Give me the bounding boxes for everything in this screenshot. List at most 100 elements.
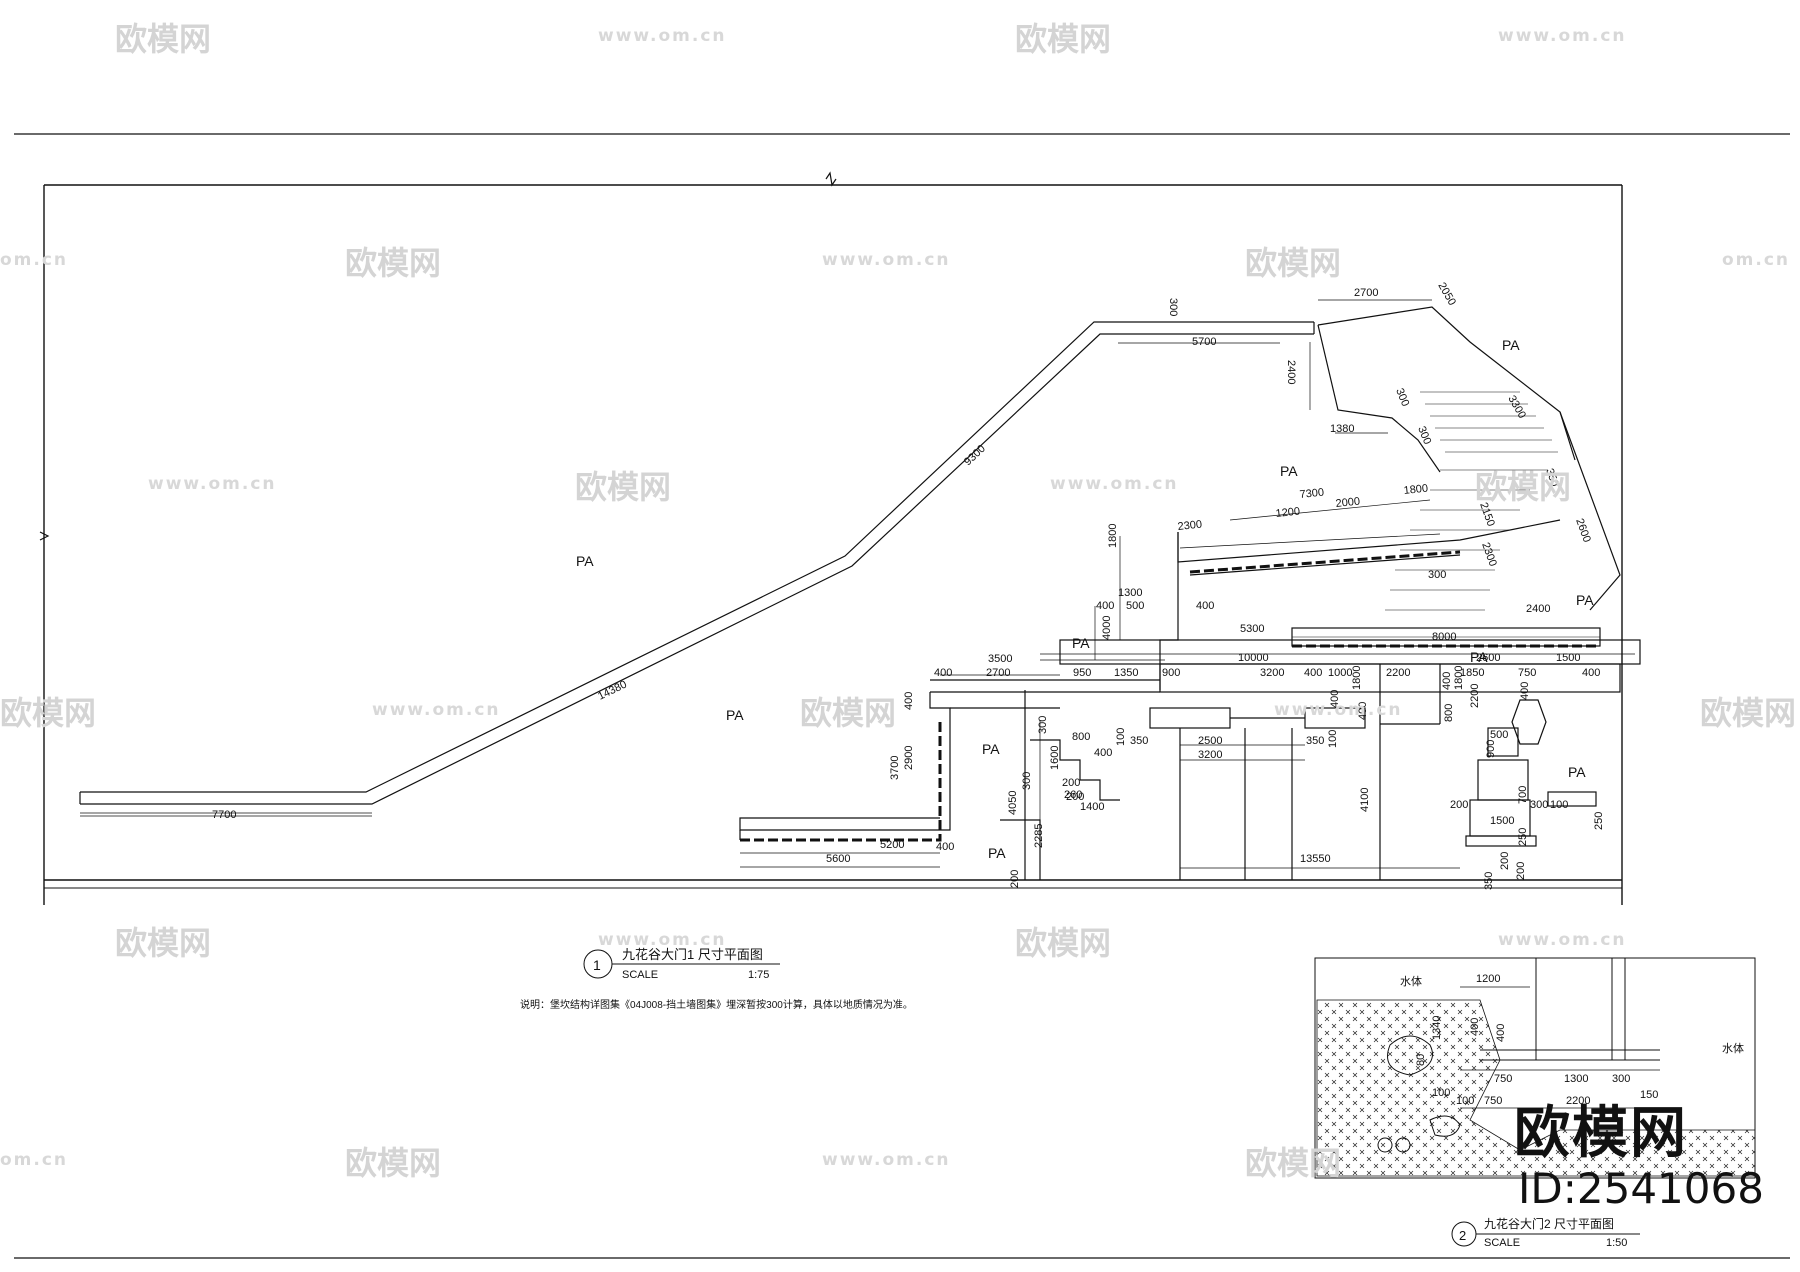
dimension-label: 1000 [1328, 667, 1352, 679]
dimension-label: 250 [1593, 812, 1605, 830]
dimension-label: 2300 [1177, 518, 1203, 532]
dimension-label: 2300 [1479, 541, 1499, 568]
area-label: PA [1502, 337, 1520, 353]
dimension-label: 2050 [1435, 281, 1458, 308]
dimension-label: 1850 [1460, 667, 1484, 679]
dimension-label: 260 [1064, 789, 1082, 801]
dimension-label: 400 [1094, 747, 1112, 759]
dimension-label: 200 [1062, 777, 1080, 789]
dimension-label: 800 [1072, 731, 1090, 743]
dimension-label: 350 [1543, 467, 1561, 488]
area-label: PA [576, 553, 594, 569]
dimension-label: 350 [1306, 735, 1324, 747]
dimension-label: 1200 [1476, 973, 1500, 985]
dimension-label: 200 [1009, 870, 1021, 888]
dimension-label: 2500 [1198, 735, 1222, 747]
dimension-label: 200 [1450, 799, 1468, 811]
dimension-label: 2200 [1469, 684, 1481, 708]
plan1-number: 1 [593, 957, 601, 973]
dimension-label: 100 [1327, 730, 1339, 748]
dimension-label: 1500 [1490, 815, 1514, 827]
dimension-label: 100 [1432, 1087, 1450, 1099]
dimension-label: 7700 [212, 809, 236, 821]
dimension-label: 1380 [1330, 423, 1354, 435]
dimension-label: 80 [1415, 1054, 1427, 1066]
dimension-label: 500 [1490, 729, 1508, 741]
dimension-label: 300 [1415, 425, 1433, 447]
dimension-label: 750 [1484, 1095, 1502, 1107]
dimension-label: 2000 [1335, 495, 1361, 509]
dimension-label: 2400 [1285, 360, 1297, 384]
dimension-label: 400 [1196, 600, 1214, 612]
dimension-label: 1350 [1114, 667, 1138, 679]
ramp-wall-inner [80, 333, 1314, 805]
plan2-scale-label: SCALE [1484, 1237, 1520, 1249]
dimension-label: 3200 [1260, 667, 1284, 679]
dimension-label: 1300 [1118, 587, 1142, 599]
dimension-label: 500 [1126, 600, 1144, 612]
dimension-label: 1400 [1080, 801, 1104, 813]
dimension-label: 750 [1518, 667, 1536, 679]
dimension-label: 2900 [903, 746, 915, 770]
dimension-label: 14380 [596, 678, 629, 702]
dimension-label: 300 [1021, 772, 1033, 790]
area-label: PA [726, 707, 744, 723]
stamp-brand: 欧模网 [1514, 1101, 1688, 1166]
dimension-label: 950 [1073, 667, 1091, 679]
area-label: PA [1280, 463, 1298, 479]
dimension-label: 900 [1485, 740, 1497, 758]
dimension-label: 3300 [1505, 394, 1528, 421]
dimension-label: 400 [1469, 1018, 1481, 1036]
dimension-label: 9300 [962, 443, 988, 468]
dimension-label: 400 [936, 841, 954, 853]
dimension-label: 4000 [1101, 616, 1113, 640]
dimension-label: 400 [1519, 682, 1531, 700]
dimension-label: 4050 [1007, 791, 1019, 815]
plan2-title: 九花谷大门2 尺寸平面图 [1484, 1216, 1614, 1231]
dimension-label: 13550 [1300, 853, 1331, 865]
dimension-label: 5200 [880, 839, 904, 851]
dimension-label: 2400 [1526, 603, 1550, 615]
dimension-label: 300 [1167, 298, 1179, 316]
dimension-label: 2600 [1476, 652, 1500, 664]
dimension-label: 400 [1329, 690, 1341, 708]
dimension-label: 100 [1115, 728, 1127, 746]
dimension-label: 400 [1357, 702, 1369, 720]
dimension-label: 5700 [1192, 336, 1216, 348]
dimension-label: 300 [1393, 387, 1411, 409]
dimension-label: 300 [1612, 1073, 1630, 1085]
dimension-label: 5600 [826, 853, 850, 865]
dimension-label: 10000 [1238, 652, 1269, 664]
dimension-label: 2700 [1354, 287, 1378, 299]
dimension-label: 400 [1495, 1024, 1507, 1042]
dimension-label: 200 [1499, 852, 1511, 870]
dimension-label: 1300 [1564, 1073, 1588, 1085]
dimension-label: 3500 [988, 653, 1012, 665]
dimension-label: 400 [1096, 600, 1114, 612]
dimension-label: 400 [1582, 667, 1600, 679]
plan1-scale-label: SCALE [622, 969, 658, 981]
dimension-label: 2285 [1033, 824, 1045, 848]
area-label: PA [988, 845, 1006, 861]
area-label: PA [1072, 635, 1090, 651]
dimension-label: 2200 [1566, 1095, 1590, 1107]
plan2-number: 2 [1459, 1228, 1466, 1243]
dimension-label: 350 [1130, 735, 1148, 747]
stamp-id: ID:2541068 [1518, 1164, 1764, 1213]
dimension-label: 3200 [1198, 749, 1222, 761]
dimension-label: 1800 [1453, 666, 1465, 690]
dimension-label: 350 [1483, 872, 1495, 890]
dimension-label: 1340 [1431, 1016, 1443, 1040]
dimension-label: 400 [934, 667, 952, 679]
dimension-label: 700 [1517, 786, 1529, 804]
plan1-note: 说明：堡坎结构详图集《04J008-挡土墙图集》埋深暂按300计算，具体以地质情… [520, 998, 913, 1011]
dimension-label: 300 [1530, 799, 1548, 811]
dimension-label: 5300 [1240, 623, 1264, 635]
plan1-title: 九花谷大门1 尺寸平面图 [622, 947, 763, 962]
dimension-label: 1800 [1351, 666, 1363, 690]
dimension-label: 100 [1550, 799, 1568, 811]
area-label: PA [1568, 764, 1586, 780]
dimension-label: 750 [1494, 1073, 1512, 1085]
dimension-label: 900 [1162, 667, 1180, 679]
